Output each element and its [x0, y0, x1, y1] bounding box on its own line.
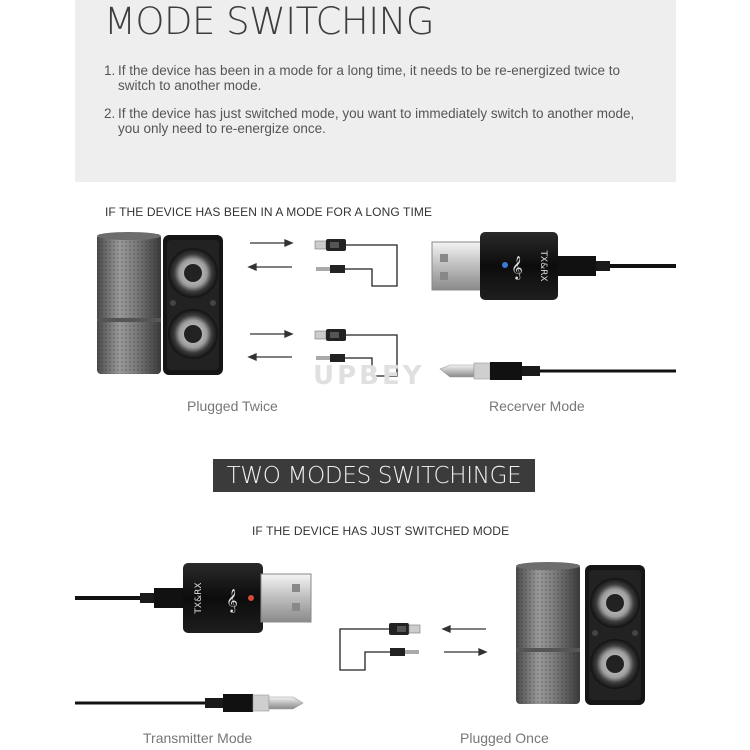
note-2-text: If the device has just switched mode, yo…: [118, 106, 635, 136]
caption-plugged-twice: Plugged Twice: [187, 398, 278, 414]
audio-jack-plug: [439, 362, 676, 380]
usb-cable-icon: [339, 623, 421, 671]
section-1-heading: IF THE DEVICE HAS BEEN IN A MODE FOR A L…: [105, 205, 433, 219]
note-1-text: If the device has been in a mode for a l…: [118, 63, 621, 93]
caption-transmitter-mode: Transmitter Mode: [143, 730, 253, 746]
music-note-icon: 𝄞: [511, 255, 523, 280]
arrow-left-icon: [441, 625, 486, 633]
music-note-icon: 𝄞: [226, 588, 238, 613]
speaker-drivers-bottom: [585, 565, 645, 705]
speaker-tower-top: [97, 232, 161, 374]
usb-dongle-transmitter: 𝄞 TX&RX: [75, 563, 312, 633]
arrow-right-icon: [444, 648, 488, 656]
speaker-drivers-top: [163, 235, 223, 375]
arrow-right-icon: [250, 330, 294, 338]
dongle-label: TX&RX: [538, 249, 548, 281]
note-1: 1.If the device has been in a mode for a…: [104, 63, 664, 93]
speaker-tower-bottom: [516, 562, 580, 704]
header-panel: [75, 0, 676, 182]
note-1-number: 1.: [104, 63, 116, 78]
usb-dongle-receiver: 𝄞 TX&RX: [431, 232, 676, 300]
caption-plugged-once: Plugged Once: [460, 730, 549, 746]
page-title: MODE SWITCHING: [104, 0, 435, 43]
note-2: 2.If the device has just switched mode, …: [104, 106, 664, 136]
arrow-left-icon: [247, 353, 292, 361]
note-2-number: 2.: [104, 106, 116, 121]
audio-jack-plug: [75, 694, 304, 712]
arrow-left-icon: [247, 263, 292, 271]
usb-cable-icon: [314, 239, 398, 287]
dongle-label: TX&RX: [194, 582, 204, 614]
arrow-right-icon: [250, 239, 294, 247]
usb-cable-icon: [314, 329, 398, 377]
caption-receiver-mode: Recerver Mode: [489, 398, 585, 414]
section-2-heading: IF THE DEVICE HAS JUST SWITCHED MODE: [252, 524, 510, 538]
watermark: UPBEY: [313, 361, 425, 391]
two-modes-banner: TWO MODES SWITCHINGE: [213, 459, 535, 492]
